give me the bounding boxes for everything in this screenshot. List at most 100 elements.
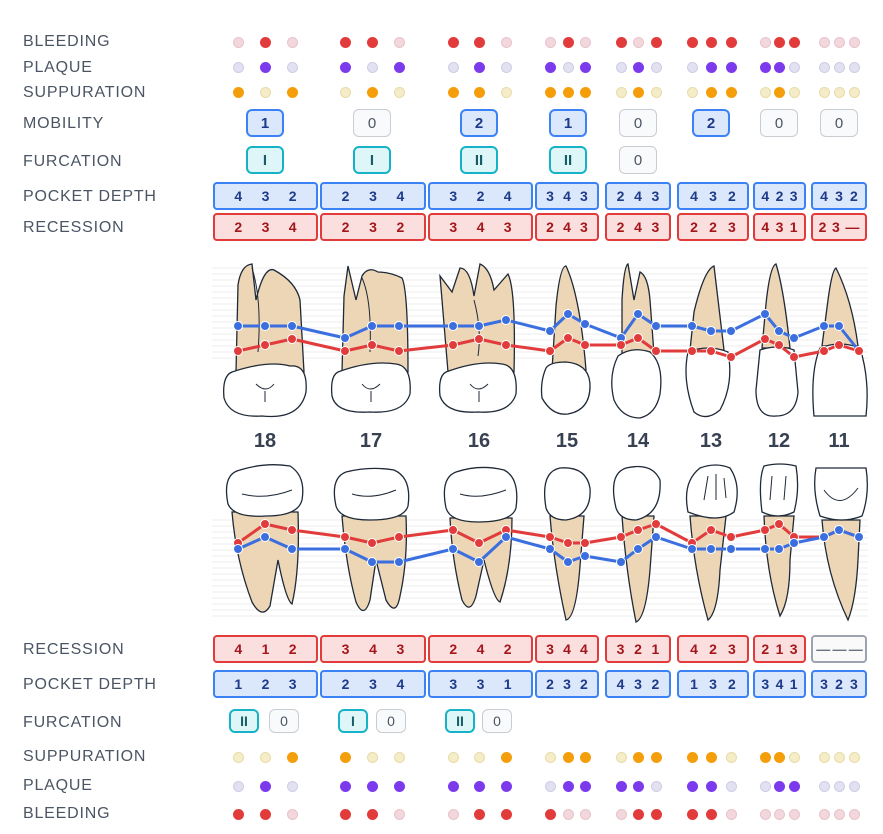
upper-plaque-dot[interactable] (259, 61, 271, 73)
upper-suppuration-dot[interactable] (286, 86, 298, 98)
upper-bleeding-dot[interactable] (562, 36, 574, 48)
lower-suppuration-dot[interactable] (500, 751, 512, 763)
lower-bleeding-dot[interactable] (393, 808, 405, 820)
lower-bleeding-dot[interactable] (632, 808, 644, 820)
upper-plaque-dot[interactable] (232, 61, 244, 73)
lower-tooth-11[interactable] (814, 467, 868, 622)
furcation-lower-box[interactable]: II (229, 709, 259, 733)
upper-plaque-dot[interactable] (286, 61, 298, 73)
upper-bleeding-dot[interactable] (615, 36, 627, 48)
lower-suppuration-dot[interactable] (833, 751, 845, 763)
upper-bleeding-dot[interactable] (650, 36, 662, 48)
lower-plaque-dot[interactable] (632, 780, 644, 792)
lower-bleeding-dot[interactable] (650, 808, 662, 820)
upper-plaque-dot[interactable] (393, 61, 405, 73)
lower-plaque-dot[interactable] (562, 780, 574, 792)
lower-bleeding-dot[interactable] (848, 808, 860, 820)
upper-bleeding-dot[interactable] (232, 36, 244, 48)
lower-plaque-dot[interactable] (759, 780, 771, 792)
upper-plaque-dot[interactable] (848, 61, 860, 73)
upper-tooth-17[interactable] (330, 265, 411, 413)
lower-suppuration-dot[interactable] (579, 751, 591, 763)
upper-plaque-dot[interactable] (473, 61, 485, 73)
lower-plaque-dot[interactable] (259, 780, 271, 792)
lower-tooth-12[interactable] (759, 463, 799, 618)
upper-suppuration-dot[interactable] (788, 86, 800, 98)
upper-suppuration-dot[interactable] (759, 86, 771, 98)
lower-suppuration-dot[interactable] (447, 751, 459, 763)
lower-plaque-dot[interactable] (447, 780, 459, 792)
upper-tooth-18[interactable] (223, 263, 307, 418)
lower-plaque-dot[interactable] (615, 780, 627, 792)
lower-bleeding-dot[interactable] (705, 808, 717, 820)
upper-plaque-dot[interactable] (833, 61, 845, 73)
lower-bleeding-dot[interactable] (579, 808, 591, 820)
upper-plaque-dot[interactable] (632, 61, 644, 73)
lower-plaque-dot[interactable] (848, 780, 860, 792)
lower-suppuration-dot[interactable] (286, 751, 298, 763)
lower-tooth-13[interactable] (685, 464, 738, 622)
lower-plaque-dot[interactable] (579, 780, 591, 792)
mobility-box-13[interactable]: 2 (692, 109, 730, 137)
lower-suppuration-dot[interactable] (759, 751, 771, 763)
upper-suppuration-dot[interactable] (773, 86, 785, 98)
upper-tooth-12[interactable] (755, 263, 799, 417)
upper-plaque-dot[interactable] (447, 61, 459, 73)
upper-plaque-dot[interactable] (650, 61, 662, 73)
lower-bleeding-dot[interactable] (232, 808, 244, 820)
upper-plaque-dot[interactable] (686, 61, 698, 73)
lower-bleeding-dot[interactable] (500, 808, 512, 820)
upper-plaque-dot[interactable] (562, 61, 574, 73)
lower-bleeding-dot[interactable] (788, 808, 800, 820)
mobility-box-12[interactable]: 0 (760, 109, 798, 137)
lower-bleeding-dot[interactable] (473, 808, 485, 820)
lower-plaque-dot[interactable] (544, 780, 556, 792)
upper-plaque-dot[interactable] (759, 61, 771, 73)
furcation-upper-box-17[interactable]: I (353, 146, 391, 174)
upper-bleeding-dot[interactable] (773, 36, 785, 48)
furcation-lower-box[interactable]: 0 (376, 709, 406, 733)
upper-bleeding-dot[interactable] (632, 36, 644, 48)
upper-tooth-13[interactable] (685, 265, 731, 418)
lower-plaque-dot[interactable] (393, 780, 405, 792)
lower-bleeding-dot[interactable] (686, 808, 698, 820)
upper-tooth-11[interactable] (812, 267, 868, 417)
upper-bleeding-dot[interactable] (788, 36, 800, 48)
upper-suppuration-dot[interactable] (339, 86, 351, 98)
lower-plaque-dot[interactable] (833, 780, 845, 792)
upper-plaque-dot[interactable] (725, 61, 737, 73)
upper-bleeding-dot[interactable] (447, 36, 459, 48)
lower-bleeding-dot[interactable] (339, 808, 351, 820)
upper-bleeding-dot[interactable] (725, 36, 737, 48)
upper-suppuration-dot[interactable] (544, 86, 556, 98)
lower-plaque-dot[interactable] (473, 780, 485, 792)
recession-lower-11[interactable]: ——— (811, 635, 867, 663)
upper-suppuration-dot[interactable] (473, 86, 485, 98)
upper-plaque-dot[interactable] (544, 61, 556, 73)
lower-suppuration-dot[interactable] (632, 751, 644, 763)
lower-suppuration-dot[interactable] (544, 751, 556, 763)
upper-plaque-dot[interactable] (615, 61, 627, 73)
lower-suppuration-dot[interactable] (232, 751, 244, 763)
upper-suppuration-dot[interactable] (833, 86, 845, 98)
lower-bleeding-dot[interactable] (615, 808, 627, 820)
upper-bleeding-dot[interactable] (579, 36, 591, 48)
lower-bleeding-dot[interactable] (544, 808, 556, 820)
furcation-lower-box[interactable]: 0 (269, 709, 299, 733)
mobility-box-16[interactable]: 2 (460, 109, 498, 137)
mobility-box-14[interactable]: 0 (619, 109, 657, 137)
